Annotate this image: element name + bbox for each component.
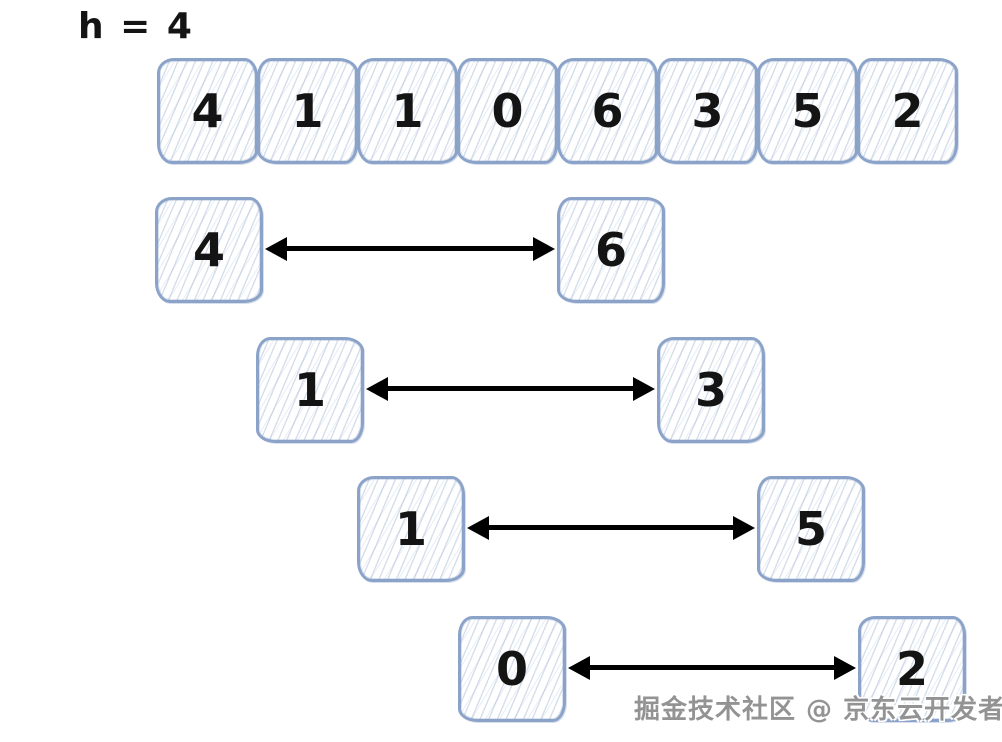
array-cell: 0: [457, 58, 558, 164]
pair-row: 1 5: [0, 476, 1002, 584]
array-row: 4 1 1 0 6 3 5 2: [157, 58, 958, 164]
pair-row: 0 2: [0, 616, 1002, 724]
pair-right-box: 2: [858, 616, 966, 722]
pair-row: 1 3: [0, 337, 1002, 445]
double-arrow-icon: [265, 236, 555, 262]
pair-left-box: 4: [155, 197, 263, 303]
double-arrow-icon: [366, 376, 655, 402]
arrow-shaft: [279, 246, 541, 251]
array-cell: 2: [857, 58, 958, 164]
array-cell: 5: [757, 58, 858, 164]
array-cell: 4: [157, 58, 258, 164]
double-arrow-icon: [568, 655, 856, 681]
pair-right-box: 3: [657, 337, 765, 443]
pair-left-box: 1: [256, 337, 364, 443]
arrow-shaft: [481, 525, 741, 530]
pair-left-box: 1: [357, 476, 465, 582]
pair-row: 4 6: [0, 197, 1002, 305]
gap-label: h = 4: [78, 6, 194, 47]
array-cell: 1: [357, 58, 458, 164]
array-cell: 3: [657, 58, 758, 164]
arrow-shaft: [380, 386, 641, 391]
double-arrow-icon: [467, 515, 755, 541]
pair-left-box: 0: [458, 616, 566, 722]
watermark: 掘金技术社区 @ 京东云开发者: [634, 695, 1002, 725]
array-cell: 1: [257, 58, 358, 164]
array-cell: 6: [557, 58, 658, 164]
pair-right-box: 6: [557, 197, 665, 303]
pair-right-box: 5: [757, 476, 865, 582]
arrow-shaft: [582, 665, 842, 670]
